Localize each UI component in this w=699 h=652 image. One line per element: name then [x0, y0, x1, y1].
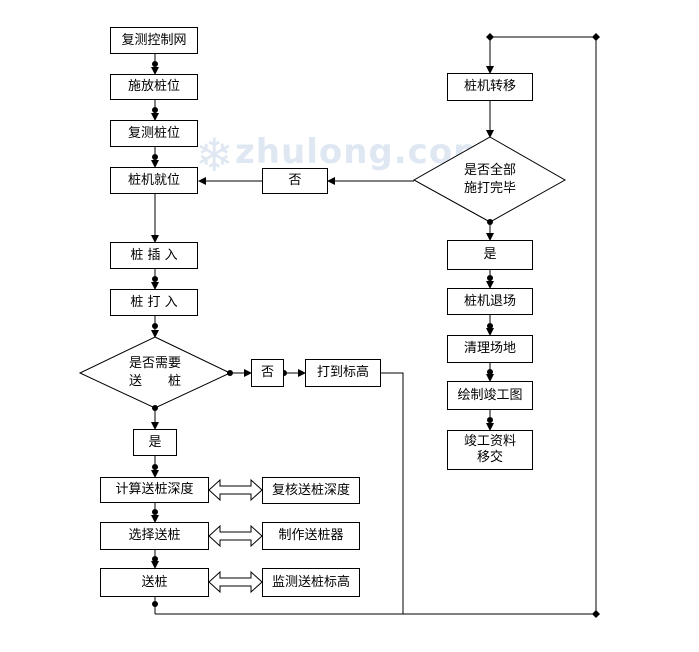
handover-docs-label: 竣工资料移交 [463, 434, 516, 465]
all-done-yes-box: 是 [447, 240, 533, 270]
draw-as-built-box: 绘制竣工图 [447, 381, 533, 410]
need-follower-no-box: 否 [251, 359, 284, 387]
all-done-line-1: 是否全部 [463, 163, 516, 178]
monitor-follower-elevation-box: 监测送桩标高 [262, 568, 360, 597]
clean-site-box: 清理场地 [447, 335, 533, 363]
need-follower-decision: 是否需要 送 桩 [105, 355, 205, 391]
pile-machine-transfer-box: 桩机转移 [447, 73, 533, 101]
drive-to-elevation-label: 打到标高 [316, 365, 369, 380]
draw-as-built-label: 绘制竣工图 [457, 387, 523, 403]
recheck-follower-depth-box: 复核送桩深度 [262, 477, 360, 504]
make-follower-device-box: 制作送桩器 [262, 522, 360, 550]
lay-out-pile-positions-label: 施放桩位 [127, 79, 180, 94]
pile-driving-label: 桩 打 入 [130, 294, 178, 310]
need-follower-line-1: 是否需要 [128, 356, 181, 371]
need-follower-yes-box: 是 [133, 429, 177, 456]
pile-driving-box: 桩 打 入 [110, 289, 198, 316]
follower-driving-label: 送桩 [141, 574, 168, 590]
drive-to-elevation-box: 打到标高 [305, 359, 381, 387]
all-done-line-2: 施打完毕 [463, 181, 516, 196]
need-follower-yes-label: 是 [148, 434, 162, 450]
select-follower-box: 选择送桩 [100, 522, 209, 550]
calc-follower-depth-box: 计算送桩深度 [100, 477, 209, 503]
all-done-no-box: 否 [262, 168, 328, 194]
monitor-follower-elevation-label: 监测送桩标高 [271, 574, 350, 590]
recheck-follower-depth-label: 复核送桩深度 [271, 482, 350, 498]
calc-follower-depth-label: 计算送桩深度 [115, 482, 194, 497]
need-follower-line-2: 送 桩 [128, 374, 181, 389]
need-follower-no-label: 否 [260, 365, 274, 380]
pile-machine-in-position-box: 桩机就位 [110, 167, 198, 194]
select-follower-label: 选择送桩 [128, 528, 181, 543]
follower-driving-box: 送桩 [100, 568, 209, 597]
clean-site-label: 清理场地 [463, 341, 516, 356]
resurvey-control-network-label: 复测控制网 [121, 32, 187, 48]
pile-machine-transfer-label: 桩机转移 [463, 79, 516, 94]
pile-insertion-label: 桩 插 入 [130, 247, 178, 263]
pile-machine-exit-label: 桩机退场 [463, 293, 516, 309]
handover-docs-box: 竣工资料移交 [447, 430, 533, 470]
resurvey-control-network-box: 复测控制网 [110, 27, 198, 54]
all-done-yes-label: 是 [483, 247, 497, 262]
all-done-no-label: 否 [288, 173, 302, 188]
make-follower-device-label: 制作送桩器 [278, 528, 344, 543]
resurvey-pile-positions-label: 复测桩位 [127, 125, 180, 141]
lay-out-pile-positions-box: 施放桩位 [110, 74, 198, 100]
pile-machine-exit-box: 桩机退场 [447, 288, 533, 315]
pile-machine-in-position-label: 桩机就位 [127, 172, 180, 188]
pile-insertion-box: 桩 插 入 [110, 242, 198, 269]
all-done-decision: 是否全部 施打完毕 [440, 162, 540, 198]
resurvey-pile-positions-box: 复测桩位 [110, 120, 198, 147]
watermark-snowflake-icon: ❄ [195, 128, 234, 182]
